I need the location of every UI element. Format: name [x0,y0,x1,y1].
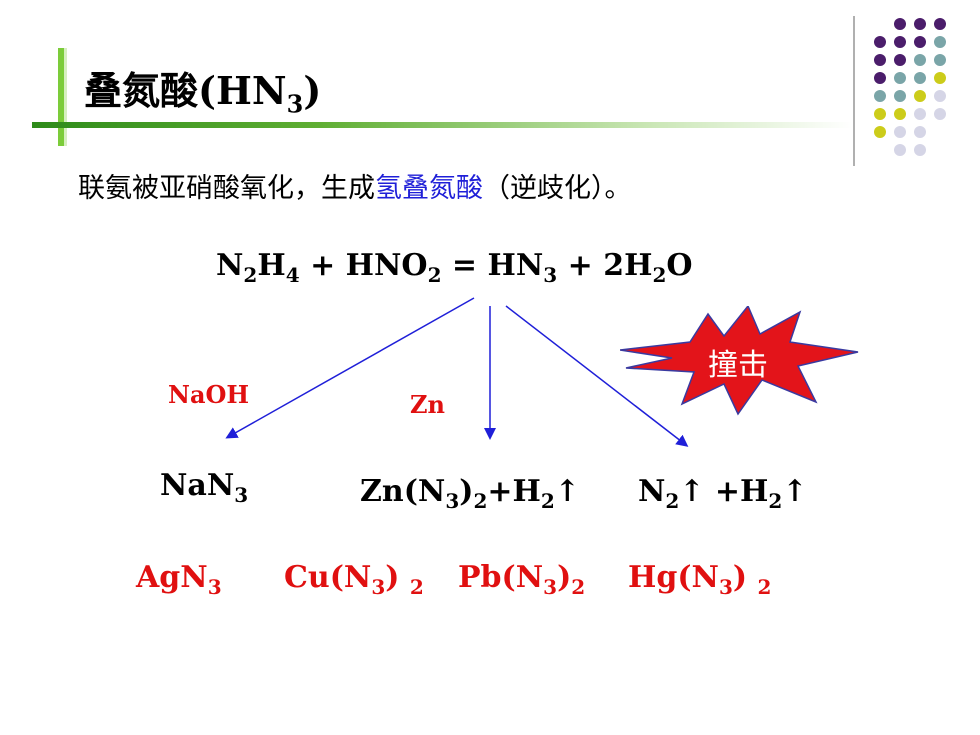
title-accent-bar-light [64,48,67,146]
decorative-dot [894,108,906,120]
decorative-dot [934,108,946,120]
product-zn: Zn(N3)2+H2↑ [360,474,580,513]
slide-title: 叠氮酸(HN3) [84,68,322,119]
divider-line [853,16,855,166]
product-n2-h2: N2↑ +H2↑ [638,474,808,513]
decorative-dot [874,126,886,138]
reaction-equation: N2H4 + HNO2 = HN3 + 2H2O [216,248,693,287]
decorative-dot [894,54,906,66]
salt-pbn3: Pb(N3)2 [458,560,586,599]
decorative-dot [874,72,886,84]
product-nan3: NaN3 [160,468,249,507]
reagent-naoh: NaOH [168,380,250,409]
decorative-dot [914,126,926,138]
arrow-left [225,297,475,439]
decorative-dot [874,90,886,102]
decorative-dot [934,54,946,66]
decorative-dot [934,72,946,84]
decorative-dot [894,144,906,156]
decorative-dot [894,126,906,138]
salt-agn3: AgN3 [136,560,222,599]
impact-burst-icon [620,306,859,416]
decorative-dot [894,18,906,30]
decorative-dots [874,18,946,156]
decorative-dot [874,36,886,48]
decorative-dot [914,54,926,66]
title-underline [32,122,852,128]
decorative-dot [874,54,886,66]
slide-subtitle: 联氨被亚硝酸氧化，生成氢叠氮酸（逆歧化）。 [78,173,632,204]
decorative-dot [914,36,926,48]
decorative-dot [914,108,926,120]
impact-label: 撞击 [708,348,768,383]
reagent-zn: Zn [410,390,445,419]
decorative-dot [874,108,886,120]
decorative-dot [914,144,926,156]
title-accent-bar [58,48,64,146]
decorative-dot [894,36,906,48]
salt-hgn3: Hg(N3) 2 [628,560,772,599]
decorative-dot [934,90,946,102]
highlight-term: 氢叠氮酸 [375,173,483,204]
decorative-dot [894,90,906,102]
decorative-dot [934,36,946,48]
decorative-dot [914,72,926,84]
salt-cun3: Cu(N3) 2 [284,560,424,599]
arrow-right [505,305,689,447]
decorative-dot [894,72,906,84]
decorative-dot [934,18,946,30]
decorative-dot [914,18,926,30]
decorative-dot [914,90,926,102]
